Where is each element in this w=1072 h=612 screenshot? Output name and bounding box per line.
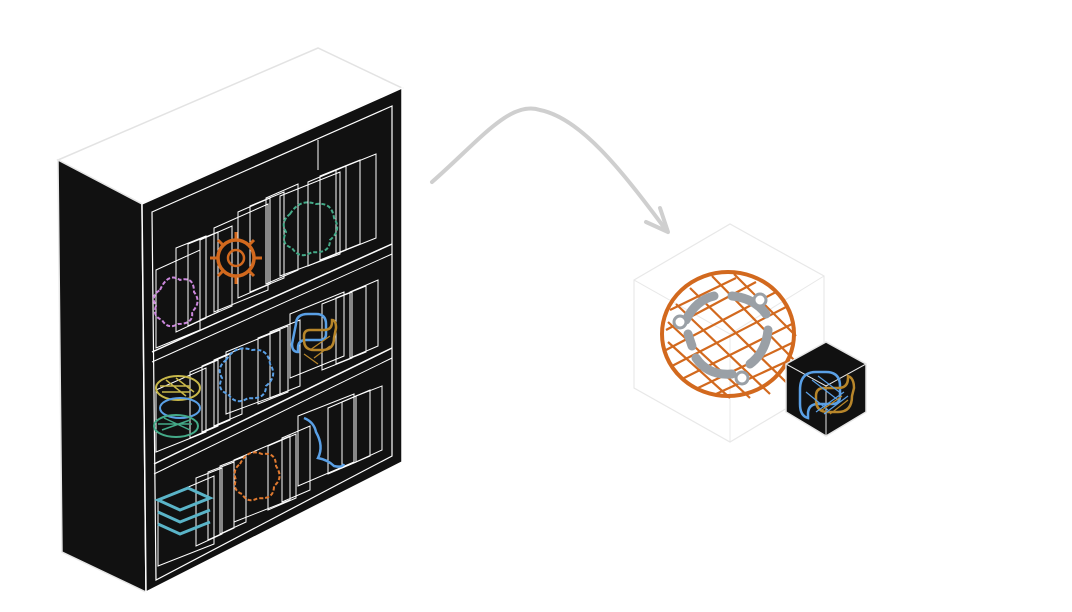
book [355, 385, 383, 463]
python-logo-icon [798, 370, 856, 420]
cyan-layers-icon [154, 486, 214, 536]
box [233, 435, 291, 523]
green-brain-icon [282, 201, 339, 257]
python-cube [785, 341, 867, 437]
gray-node-icons [672, 292, 768, 386]
orange-hatched-circle-icon [660, 270, 797, 399]
box [157, 475, 215, 567]
book [249, 191, 285, 293]
orange-gear-icon [210, 232, 262, 284]
book [201, 353, 231, 433]
book [257, 325, 289, 405]
blue-line-icon [303, 416, 346, 468]
book [213, 347, 243, 427]
book [281, 425, 311, 503]
bookcase-side [57, 158, 147, 594]
book [267, 433, 297, 511]
book [199, 225, 233, 321]
orange-brain-icon [233, 451, 281, 502]
shelf-board-1 [151, 243, 393, 353]
box [297, 393, 355, 487]
top-shelf-items [155, 153, 377, 349]
shelf-board-2 [153, 347, 393, 465]
blue-brain-icon [218, 347, 275, 403]
gray-ring-icon [681, 291, 773, 379]
book [335, 285, 367, 365]
book [265, 183, 299, 285]
bookcase [56, 47, 404, 594]
box [289, 291, 345, 379]
shelf-board-2b [153, 357, 393, 475]
bottom-shelf-items [157, 385, 383, 567]
bookcase-inner-frame [151, 105, 393, 581]
book [335, 153, 377, 255]
transfer-arrow [430, 106, 670, 234]
purple-brain-icon [152, 276, 199, 328]
yellow-blue-python-icon [153, 375, 201, 438]
box [155, 249, 201, 349]
book [219, 455, 247, 535]
shelf-board-1b [151, 253, 393, 363]
book [349, 279, 379, 359]
python-logo-icon [290, 312, 338, 365]
